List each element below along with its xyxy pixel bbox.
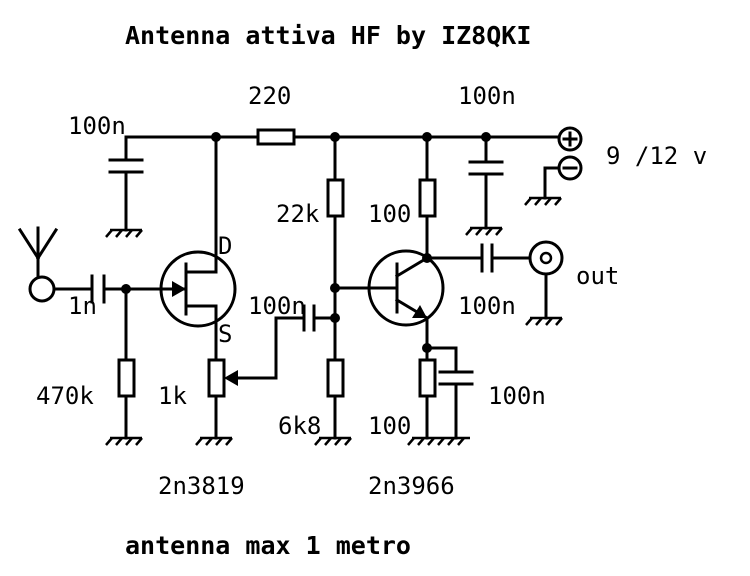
diagram-footer: antenna max 1 metro	[125, 531, 411, 560]
label-source: S	[218, 320, 232, 348]
capacitor-decoupling-left	[105, 135, 144, 238]
label-c-decoupling-right: 100n	[458, 82, 516, 110]
supply-terminal-plus	[557, 126, 583, 152]
label-supply-voltage: 9 /12 v	[606, 142, 707, 170]
label-c-coupling-mid: 100n	[248, 292, 306, 320]
antenna-symbol	[17, 226, 59, 303]
pot-wiper	[224, 316, 304, 386]
label-6k8: 6k8	[278, 412, 321, 440]
label-22k: 22k	[276, 200, 320, 228]
resistor-22k	[326, 178, 345, 218]
label-r-emitter: 100	[368, 412, 411, 440]
capacitor-emitter	[425, 346, 474, 440]
label-1k: 1k	[158, 382, 187, 410]
label-220: 220	[248, 82, 291, 110]
label-c-output: 100n	[458, 292, 516, 320]
resistor-470k	[117, 358, 136, 398]
capacitor-decoupling-right	[465, 132, 504, 236]
diagram-title: Antenna attiva HF by IZ8QKI	[125, 21, 531, 50]
resistor-220	[256, 128, 296, 146]
resistor-collector-100	[418, 178, 437, 218]
label-c-decoupling-left: 100n	[68, 112, 126, 140]
label-c-input: 1n	[68, 292, 97, 320]
supply-terminal-minus	[524, 155, 583, 206]
capacitor-output	[425, 243, 532, 273]
bjt-transistor	[367, 249, 445, 362]
label-output: out	[576, 262, 619, 290]
fet-transistor	[159, 250, 237, 362]
label-470k: 470k	[36, 382, 94, 410]
resistor-emitter-100	[418, 358, 437, 398]
label-r-collector: 100	[368, 200, 411, 228]
junction-drain	[211, 132, 221, 142]
output-connector	[525, 240, 564, 326]
label-fet-model: 2n3819	[158, 472, 245, 500]
label-bjt-model: 2n3966	[368, 472, 455, 500]
junction-coupling	[330, 313, 340, 323]
ground-emitter	[407, 436, 470, 446]
potentiometer-1k	[207, 358, 226, 398]
label-drain: D	[218, 232, 232, 260]
resistor-6k8	[326, 358, 345, 398]
label-c-emitter: 100n	[488, 382, 546, 410]
